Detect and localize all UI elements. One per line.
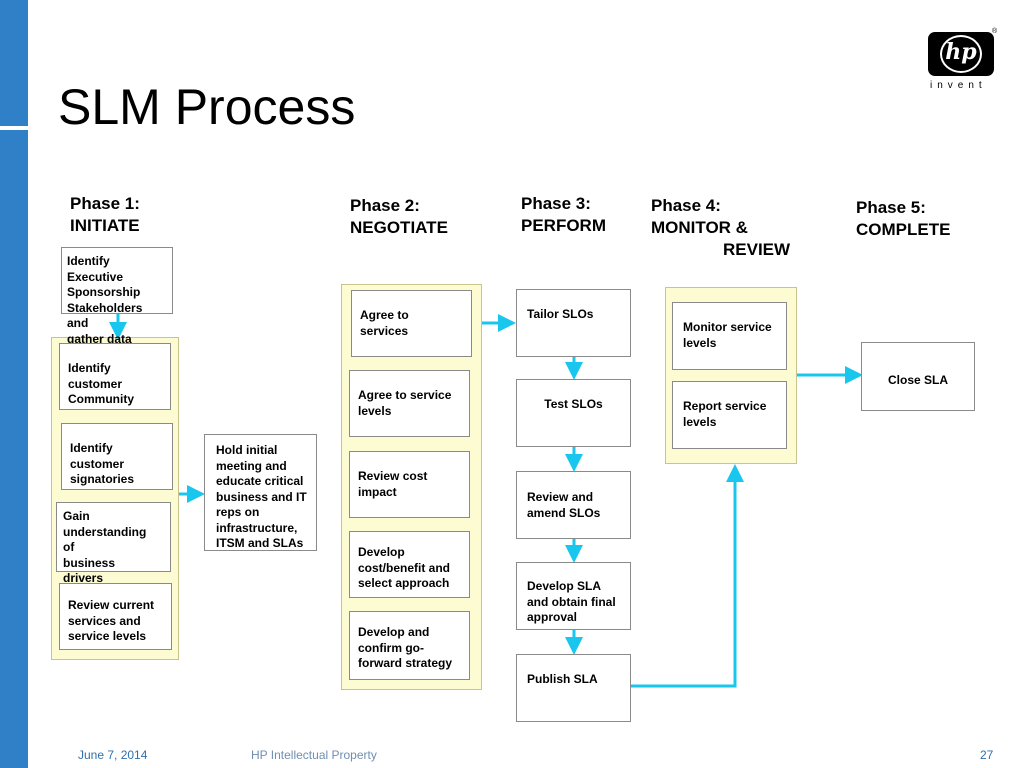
step-gain-understanding: Gain understanding of business drivers — [56, 502, 171, 585]
phase-1-number: Phase 1: — [70, 194, 140, 213]
step-label: Publish SLA — [527, 672, 598, 686]
step-label: Develop and confirm go- forward strategy — [358, 625, 453, 670]
phase-2-heading: Phase 2: NEGOTIATE — [350, 195, 448, 239]
step-label: Agree to services — [360, 308, 409, 338]
step-develop-sla-approval: Develop SLA and obtain final approval — [516, 562, 631, 630]
step-agree-to-service-levels: Agree to service levels — [349, 370, 470, 437]
registered-mark: ® — [992, 28, 998, 35]
step-label: Identify customer signatories — [70, 441, 135, 486]
phase-5-heading: Phase 5: COMPLETE — [856, 197, 950, 241]
step-label: Hold initial meeting and educate critica… — [216, 443, 307, 550]
step-label: Test SLOs — [544, 397, 603, 411]
phase-4-number: Phase 4: — [651, 196, 721, 215]
hp-logo-tagline: invent — [930, 80, 987, 91]
step-label: Review cost impact — [358, 469, 428, 499]
arrow-publish-to-monitor — [631, 464, 744, 688]
phase-3-heading: Phase 3: PERFORM — [521, 193, 606, 237]
phase-3-name: PERFORM — [521, 216, 606, 235]
step-review-amend-slos: Review and amend SLOs — [516, 471, 631, 539]
step-label: Review current services and service leve… — [68, 598, 155, 643]
step-close-sla: Close SLA — [861, 342, 975, 411]
footer-owner: HP Intellectual Property — [251, 748, 377, 762]
step-label: Gain understanding of business drivers — [63, 509, 147, 585]
step-tailor-slos: Tailor SLOs — [516, 289, 631, 357]
step-label: Identify customer Community — [68, 361, 134, 406]
step-monitor-service-levels: Monitor service levels — [672, 302, 787, 370]
phase-4-heading: Phase 4: MONITOR & REVIEW — [651, 195, 790, 261]
phase-1-name: INITIATE — [70, 216, 140, 235]
sidebar-accent-bottom — [0, 130, 28, 768]
step-test-slos: Test SLOs — [516, 379, 631, 447]
step-report-service-levels: Report service levels — [672, 381, 787, 449]
step-label: Monitor service levels — [683, 320, 772, 350]
step-review-cost-impact: Review cost impact — [349, 451, 470, 518]
step-publish-sla: Publish SLA — [516, 654, 631, 722]
step-label: Report service levels — [683, 399, 767, 429]
step-develop-cost-benefit: Develop cost/benefit and select approach — [349, 531, 470, 598]
hp-logo-text: hp — [945, 39, 977, 65]
step-identify-customer-community: Identify customer Community — [59, 343, 171, 410]
step-develop-confirm-strategy: Develop and confirm go- forward strategy — [349, 611, 470, 680]
slide-title: SLM Process — [58, 79, 356, 135]
step-label: Close SLA — [887, 373, 948, 387]
step-label: Identify Executive Sponsorship Stakehold… — [67, 254, 143, 346]
phase-5-name: COMPLETE — [856, 220, 951, 239]
hp-logo-circle — [940, 35, 982, 73]
step-hold-initial-meeting: Hold initial meeting and educate critica… — [204, 434, 317, 551]
step-label: Develop SLA and obtain final approval — [527, 579, 616, 624]
step-label: Tailor SLOs — [527, 307, 594, 321]
step-review-current-services: Review current services and service leve… — [59, 583, 172, 650]
phase-2-number: Phase 2: — [350, 196, 420, 215]
phase-4-name-cont: REVIEW — [723, 240, 791, 259]
phase-5-number: Phase 5: — [856, 198, 926, 217]
step-identify-customer-signatories: Identify customer signatories — [61, 423, 173, 490]
footer-page-number: 27 — [980, 748, 994, 762]
footer-date: June 7, 2014 — [78, 748, 148, 762]
hp-logo: hp ® invent — [926, 28, 998, 94]
phase-3-number: Phase 3: — [521, 194, 591, 213]
sidebar-accent-top — [0, 0, 28, 126]
step-agree-to-services: Agree to services — [351, 290, 472, 357]
step-label: Agree to service levels — [358, 388, 452, 418]
phase-1-heading: Phase 1: INITIATE — [70, 193, 140, 237]
hp-logo-mark: hp — [928, 32, 994, 76]
phase-2-name: NEGOTIATE — [350, 218, 448, 237]
phase-4-name: MONITOR & — [651, 218, 748, 237]
step-label: Review and amend SLOs — [527, 490, 601, 520]
step-identify-executive-sponsorship: Identify Executive Sponsorship Stakehold… — [61, 247, 173, 346]
step-label: Develop cost/benefit and select approach — [358, 545, 451, 590]
